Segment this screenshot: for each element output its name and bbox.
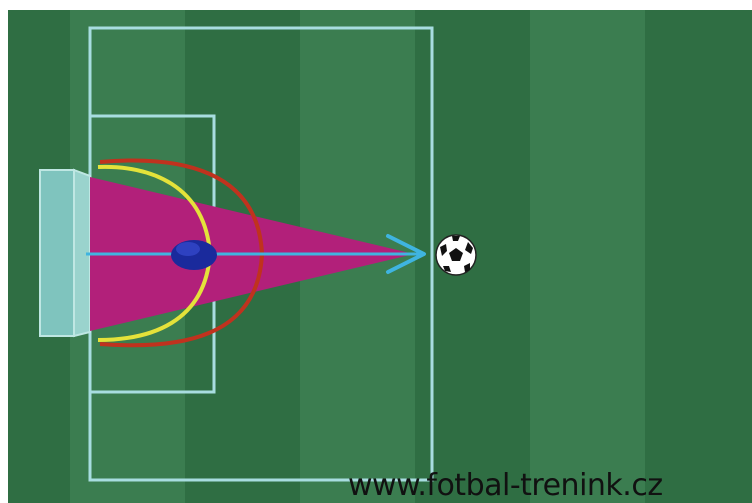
watermark-text: www.fotbal-trenink.cz <box>348 468 752 503</box>
soccer-ball-icon <box>436 235 476 275</box>
goal <box>40 170 90 336</box>
goalkeeper-icon <box>171 240 217 270</box>
pitch-stripe <box>530 10 645 503</box>
